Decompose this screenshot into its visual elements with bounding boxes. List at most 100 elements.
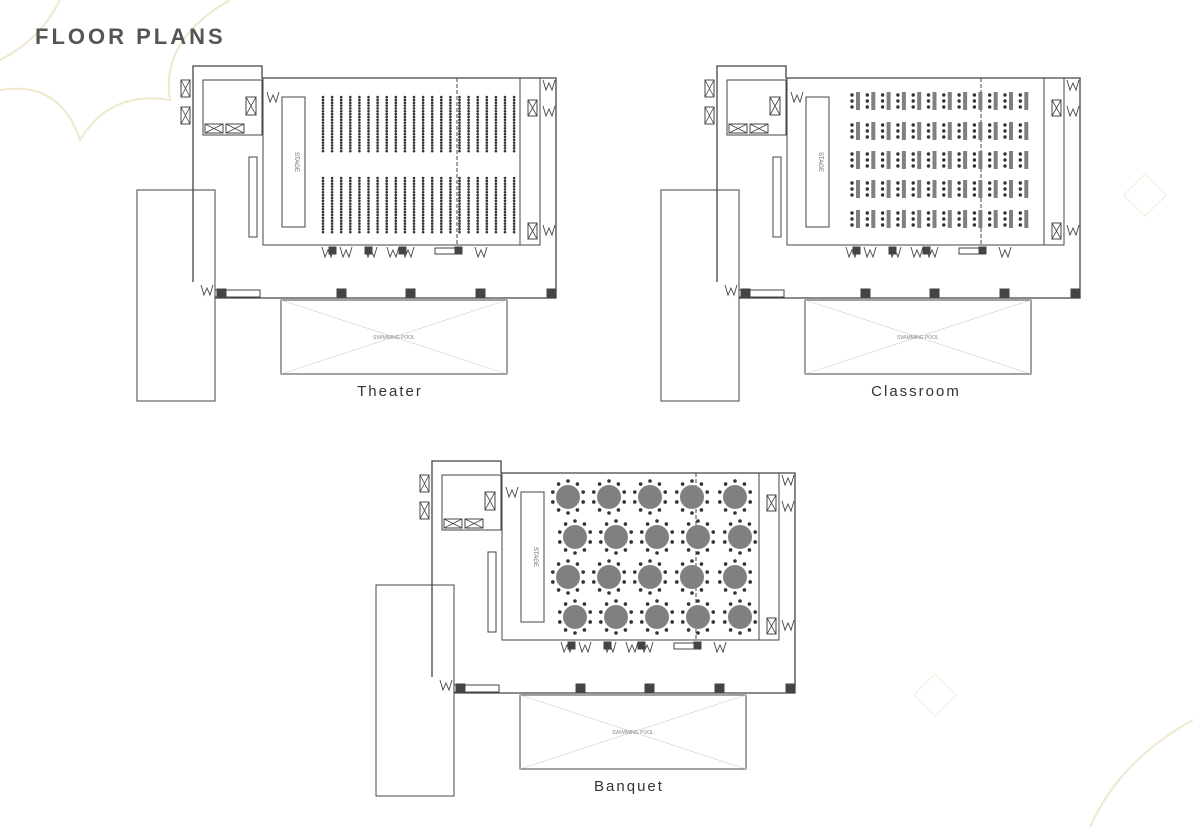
seat	[412, 138, 416, 142]
seat	[485, 147, 489, 150]
chair	[717, 500, 722, 504]
seat	[449, 185, 452, 188]
seat	[339, 182, 343, 185]
round-table	[638, 485, 662, 509]
chair	[632, 580, 637, 584]
seat	[394, 193, 398, 197]
seat	[367, 101, 370, 104]
seat	[440, 127, 443, 130]
seat	[367, 185, 370, 188]
desk	[1009, 210, 1013, 228]
desk	[978, 151, 983, 169]
chair	[604, 548, 609, 552]
seat	[449, 205, 452, 208]
seat	[880, 129, 885, 133]
chair	[614, 519, 618, 523]
seat	[403, 230, 407, 234]
seat	[449, 228, 452, 231]
seat	[367, 182, 370, 185]
desk	[993, 180, 998, 198]
seat	[367, 109, 370, 113]
seat	[896, 181, 900, 185]
seat	[1003, 181, 1007, 185]
seat	[412, 129, 416, 133]
seat	[430, 230, 434, 234]
chair	[638, 588, 643, 592]
chair	[657, 508, 662, 512]
seat	[376, 144, 379, 147]
seat	[458, 98, 461, 102]
seat	[349, 115, 352, 119]
seat	[988, 123, 992, 127]
seat	[430, 138, 434, 142]
chair	[639, 610, 644, 614]
seat	[394, 129, 398, 133]
seat	[476, 115, 480, 119]
seat	[880, 135, 885, 139]
seat	[440, 132, 443, 136]
seat	[412, 182, 416, 185]
seat	[385, 141, 388, 144]
desk	[978, 210, 983, 228]
seat	[494, 230, 498, 234]
chair	[670, 610, 675, 614]
chair	[607, 559, 611, 563]
chair	[616, 482, 621, 486]
seat	[430, 149, 434, 153]
seat	[330, 190, 334, 194]
seat	[394, 95, 398, 99]
seat	[367, 112, 370, 116]
seat	[412, 132, 416, 136]
chair	[632, 570, 637, 574]
seat	[440, 129, 443, 133]
chair	[582, 602, 587, 606]
chair	[604, 602, 609, 606]
chair	[614, 631, 618, 635]
seat	[458, 121, 461, 124]
seat	[440, 124, 443, 127]
seat	[385, 185, 388, 188]
seat	[394, 228, 398, 231]
seat	[440, 109, 443, 113]
round-table	[728, 605, 752, 629]
seat	[485, 230, 489, 234]
seat	[421, 101, 425, 104]
seat	[485, 179, 489, 183]
chair	[622, 580, 627, 584]
seat	[349, 196, 352, 200]
seat	[449, 190, 452, 194]
chair	[664, 628, 669, 632]
desk	[932, 151, 937, 169]
seat	[321, 205, 325, 208]
seat	[865, 99, 869, 103]
counter	[772, 156, 782, 238]
pillar	[364, 246, 373, 255]
seat	[476, 129, 480, 133]
seat	[850, 135, 854, 139]
round-table	[597, 565, 621, 589]
seat	[972, 152, 977, 156]
seat	[394, 230, 398, 234]
seat	[421, 147, 425, 150]
seat	[494, 144, 498, 147]
seat	[430, 118, 434, 122]
seat	[412, 147, 416, 150]
chair	[557, 620, 562, 624]
seat	[503, 124, 507, 127]
seat	[494, 205, 498, 208]
seat	[503, 213, 507, 217]
seat	[957, 181, 961, 185]
chair	[686, 628, 691, 632]
seat	[440, 210, 443, 214]
chair	[657, 588, 662, 592]
seat	[440, 101, 443, 104]
seat	[412, 199, 416, 203]
seat	[485, 188, 489, 191]
pillar	[693, 641, 702, 650]
seat	[494, 199, 498, 203]
seat	[376, 149, 379, 153]
seat	[421, 149, 425, 153]
seat	[467, 149, 470, 153]
seat	[1018, 158, 1022, 162]
seat	[339, 176, 343, 180]
